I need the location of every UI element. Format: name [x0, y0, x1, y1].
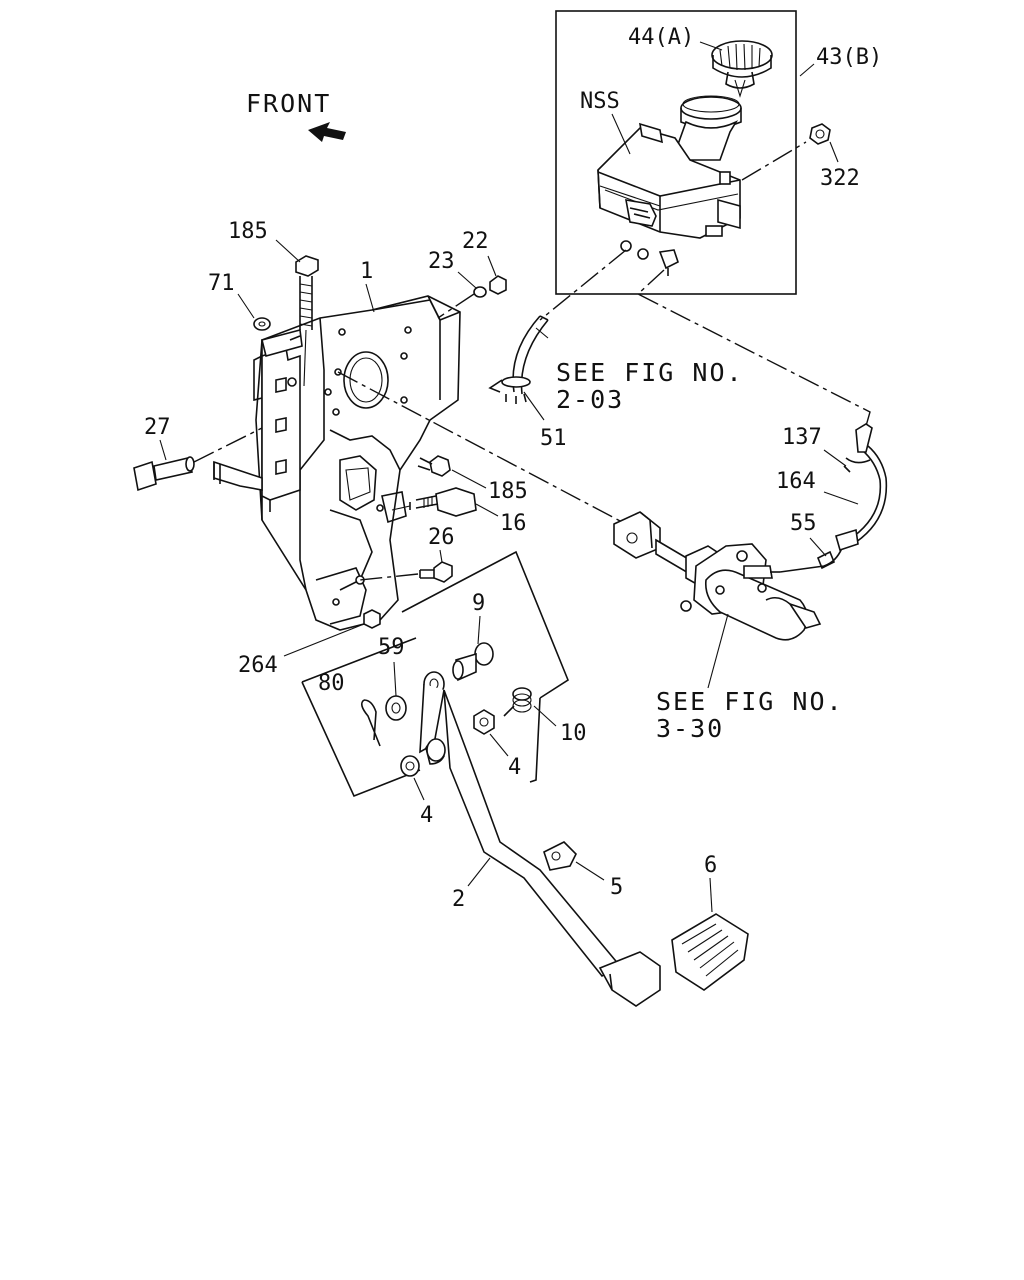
label-137: 137: [782, 425, 822, 450]
label-264: 264: [238, 653, 278, 678]
label-6: 6: [704, 853, 717, 878]
label-nss: NSS: [580, 89, 620, 114]
label-185-top: 185: [228, 219, 268, 244]
pin-9: [452, 642, 494, 682]
label-80: 80: [318, 671, 345, 696]
fluid-reservoir: [597, 95, 742, 276]
hose-164: [779, 423, 888, 573]
clutch-pedal-arm: [419, 671, 661, 1007]
washer-71: [253, 317, 271, 331]
reservoir-inset-box: [555, 10, 797, 295]
bolt-26: [419, 561, 453, 583]
see-fig-330-line1: SEE FIG NO.: [656, 687, 844, 716]
label-26: 26: [428, 525, 455, 550]
label-2: 2: [452, 887, 465, 912]
hose-2-03: [488, 315, 549, 404]
pedal-pad-6: [671, 913, 749, 991]
washer-23: [473, 286, 487, 298]
label-59: 59: [378, 635, 405, 660]
spring-10: [503, 687, 532, 717]
label-185-mid: 185: [488, 479, 528, 504]
label-23: 23: [428, 249, 455, 274]
reservoir-cap: [711, 40, 773, 98]
label-164: 164: [776, 469, 816, 494]
clip-80: [360, 699, 381, 747]
label-10: 10: [560, 721, 587, 746]
see-fig-330-line2: 3-30: [656, 714, 724, 743]
nut-264: [363, 609, 381, 629]
label-5: 5: [610, 875, 623, 900]
label-27: 27: [144, 415, 171, 440]
front-label: FRONT: [246, 89, 331, 118]
label-4-upper: 4: [508, 755, 521, 780]
front-arrow-icon: [308, 122, 346, 142]
washer-59: [385, 695, 407, 721]
label-55: 55: [790, 511, 817, 536]
label-71: 71: [208, 271, 235, 296]
label-1: 1: [360, 259, 373, 284]
see-fig-203-line1: SEE FIG NO.: [556, 358, 744, 387]
see-fig-203-line2: 2-03: [556, 385, 624, 414]
nut-22: [489, 275, 507, 295]
label-43b: 43(B): [816, 45, 882, 70]
bushing-4-upper: [473, 709, 495, 735]
label-22: 22: [462, 229, 489, 254]
bolt-185-mid: [417, 455, 451, 477]
label-16: 16: [500, 511, 527, 536]
switch-16: [409, 487, 477, 517]
label-51: 51: [540, 426, 567, 451]
label-44a: 44(A): [628, 25, 694, 50]
pedal-bracket: [213, 295, 461, 631]
nut-322: [809, 123, 831, 145]
pedal-hardware-box: [301, 550, 569, 798]
label-322: 322: [820, 166, 860, 191]
label-4-lower: 4: [420, 803, 433, 828]
label-9: 9: [472, 591, 485, 616]
bolt-185-top: [295, 255, 319, 387]
bushing-4-lower: [400, 755, 420, 777]
master-cylinder: [613, 511, 822, 641]
bolt-27: [133, 456, 195, 492]
